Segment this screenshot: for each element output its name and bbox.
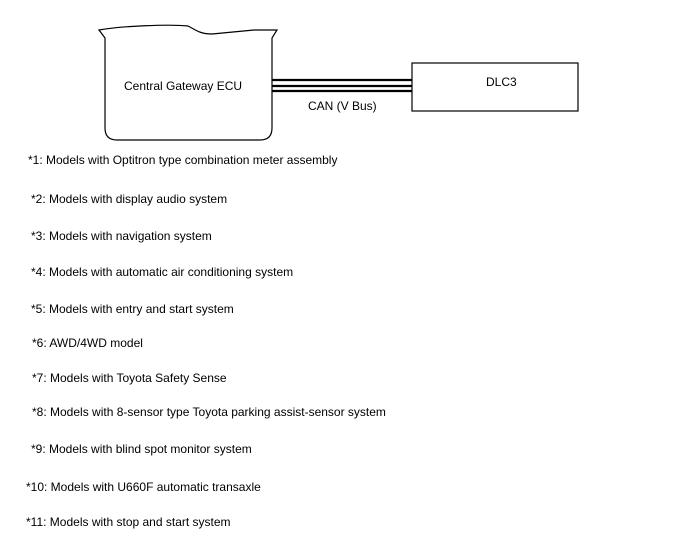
footnote-2: *2: Models with display audio system (31, 192, 228, 206)
central-gateway-ecu-box (97, 24, 279, 141)
footnote-7: *7: Models with Toyota Safety Sense (32, 371, 227, 385)
footnote-8: *8: Models with 8-sensor type Toyota par… (32, 405, 386, 419)
dlc3-box (411, 62, 579, 112)
footnote-11: *11: Models with stop and start system (26, 515, 231, 529)
can-bus-label: CAN (V Bus) (308, 99, 377, 113)
footnote-3: *3: Models with navigation system (31, 229, 212, 243)
footnote-6: *6: AWD/4WD model (32, 336, 143, 350)
footnote-9: *9: Models with blind spot monitor syste… (31, 442, 252, 456)
footnote-10: *10: Models with U660F automatic transax… (26, 480, 261, 494)
footnote-1: *1: Models with Optitron type combinatio… (28, 153, 338, 167)
ecu-label: Central Gateway ECU (124, 79, 242, 93)
footnote-4: *4: Models with automatic air conditioni… (31, 265, 294, 279)
dlc3-label: DLC3 (486, 75, 517, 89)
footnote-5: *5: Models with entry and start system (31, 302, 234, 316)
